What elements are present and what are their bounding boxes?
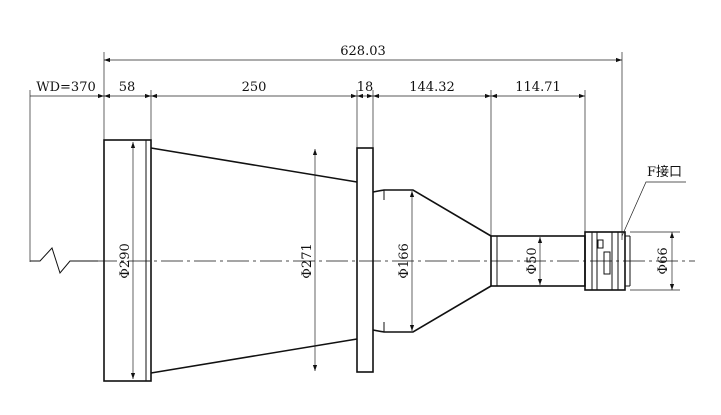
dim-50-text: Φ50 <box>525 247 540 274</box>
dim-wd-text: WD=370 <box>36 80 96 95</box>
cone-body-top <box>150 147 358 183</box>
mid-flange <box>356 147 374 373</box>
dim-66-text: Φ66 <box>656 247 671 274</box>
f-mount-lever <box>603 251 611 275</box>
dim-114-text: 114.71 <box>515 80 561 95</box>
dim-144-text: 144.32 <box>409 80 455 95</box>
dim-290-text: Φ290 <box>118 243 133 278</box>
second-cone-top <box>372 189 492 237</box>
dim-58-text: 58 <box>119 80 136 95</box>
dim-271-text: Φ271 <box>300 243 315 278</box>
f-mount-leader <box>621 181 686 237</box>
dim-166-text: Φ166 <box>397 243 412 278</box>
cone-body-bottom <box>150 338 358 374</box>
f-mount-body <box>584 231 626 291</box>
front-housing <box>103 139 152 382</box>
dim-250-text: 250 <box>242 80 267 95</box>
second-cone-bottom <box>372 285 492 333</box>
dim-overall-text: 628.03 <box>340 44 386 59</box>
f-mount-label: F接口 <box>647 164 682 180</box>
f-mount-pin <box>597 239 604 249</box>
dim-18-text: 18 <box>357 80 374 95</box>
wd-break-line <box>30 247 98 275</box>
